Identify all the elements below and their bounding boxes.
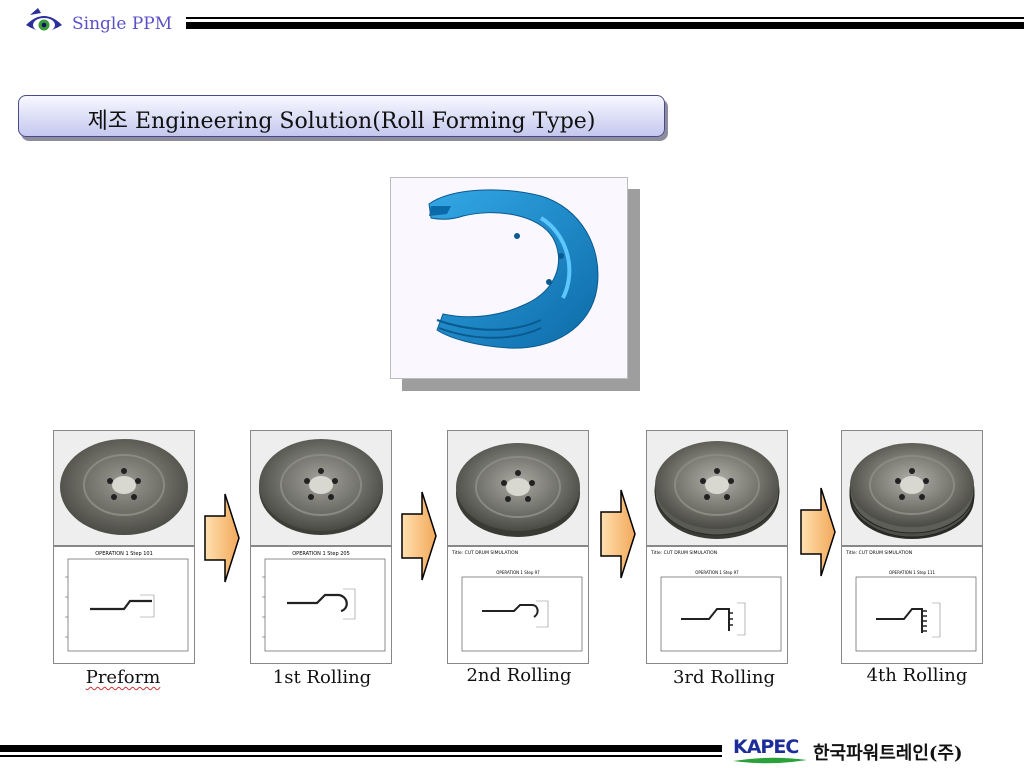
- header-rule: [186, 17, 1024, 29]
- process-arrow-1-icon: [204, 493, 240, 583]
- pulley-photo-2nd-rolling: [447, 430, 589, 546]
- process-arrow-4-icon: [800, 487, 836, 577]
- brand-swoosh-icon: [733, 757, 807, 764]
- title-box: 제조 Engineering Solution(Roll Forming Typ…: [18, 95, 665, 137]
- plot-header-2nd-rolling: Title: CUT DRUM SIMULATION: [451, 550, 518, 556]
- process-arrow-3-icon: [600, 489, 636, 579]
- section-plot-3rd-rolling: Title: CUT DRUM SIMULATION OPERATION 1 S…: [646, 546, 788, 664]
- eye-logo-icon: [26, 8, 62, 32]
- plot-title-1st-rolling: OPERATION 1 Step 205: [292, 551, 350, 557]
- brand-name: Single PPM: [72, 14, 173, 34]
- step-label-preform: Preform: [85, 667, 161, 688]
- step-label-2nd-rolling: 2nd Rolling: [466, 665, 572, 686]
- process-arrow-2-icon: [401, 491, 437, 581]
- plot-header-4th-rolling: Title: CUT DRUM SIMULATION: [845, 550, 912, 556]
- footer-brand-logo: KAPEC: [733, 736, 799, 758]
- plot-title-preform: OPERATION 1 Step 101: [95, 551, 153, 557]
- step-label-4th-rolling: 4th Rolling: [866, 665, 968, 686]
- section-plot-1st-rolling: OPERATION 1 Step 205: [250, 546, 392, 664]
- pulley-photo-preform: [53, 430, 195, 546]
- pulley-photo-1st-rolling: [250, 430, 392, 546]
- slide-title: 제조 Engineering Solution(Roll Forming Typ…: [87, 109, 596, 134]
- footer-company-name: 한국파워트레인(주): [813, 743, 963, 764]
- section-plot-4th-rolling: Title: CUT DRUM SIMULATION OPERATION 1 S…: [841, 546, 983, 664]
- step-label-1st-rolling: 1st Rolling: [272, 667, 372, 688]
- section-plot-preform: OPERATION 1 Step 101: [53, 546, 195, 664]
- step-label-3rd-rolling: 3rd Rolling: [672, 667, 776, 688]
- plot-header-3rd-rolling: Title: CUT DRUM SIMULATION: [650, 550, 717, 556]
- footer-rule: [0, 745, 722, 757]
- part-render-image: [390, 177, 628, 379]
- plot-title-3rd-rolling: OPERATION 1 Step 97: [695, 570, 739, 575]
- pulley-photo-4th-rolling: [841, 430, 983, 546]
- section-plot-2nd-rolling: Title: CUT DRUM SIMULATION OPERATION 1 S…: [447, 546, 589, 664]
- pulley-photo-3rd-rolling: [646, 430, 788, 546]
- plot-title-4th-rolling: OPERATION 1 Step 111: [889, 570, 935, 575]
- plot-title-2nd-rolling: OPERATION 1 Step 97: [496, 570, 540, 575]
